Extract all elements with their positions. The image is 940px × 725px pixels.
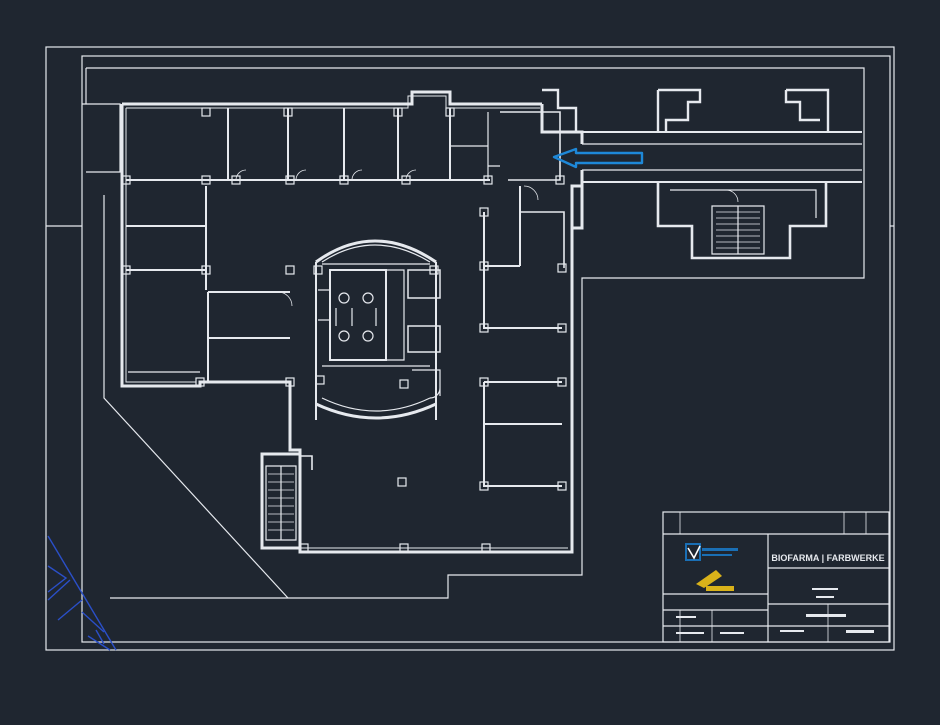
column-marker — [201, 265, 211, 275]
title-block-small-text — [676, 588, 874, 634]
column-marker — [557, 323, 567, 333]
column-marker — [429, 265, 439, 275]
column-marker — [557, 263, 567, 273]
column-marker — [393, 107, 403, 117]
column-marker — [557, 481, 567, 491]
column-marker — [201, 107, 211, 117]
column-marker — [313, 265, 323, 275]
site-diagonal-boundary — [103, 195, 289, 599]
structural-columns — [121, 107, 567, 553]
column-marker — [401, 175, 411, 185]
title-block-frame — [662, 511, 890, 643]
column-marker — [479, 261, 489, 271]
left-arrow-icon[interactable] — [552, 147, 644, 169]
column-marker — [299, 543, 309, 553]
client-logo — [696, 570, 734, 591]
column-marker — [283, 107, 293, 117]
column-marker — [195, 377, 205, 387]
column-marker — [479, 481, 489, 491]
column-marker — [121, 175, 131, 185]
column-marker — [399, 543, 409, 553]
column-marker — [397, 477, 407, 487]
column-marker — [479, 377, 489, 387]
column-marker — [481, 543, 491, 553]
column-marker — [121, 265, 131, 275]
column-marker — [399, 379, 409, 389]
sheet-outer-border — [45, 46, 895, 651]
sheet-inner-border — [81, 55, 891, 643]
column-marker — [231, 175, 241, 185]
column-marker — [479, 207, 489, 217]
column-marker — [555, 175, 565, 185]
column-marker — [285, 265, 295, 275]
column-marker — [285, 175, 295, 185]
column-marker — [483, 175, 493, 185]
site-boundary-lines — [47, 535, 117, 651]
project-title: BIOFARMA | FARBWERKE — [771, 553, 884, 563]
column-marker — [445, 107, 455, 117]
column-marker — [479, 323, 489, 333]
column-marker — [285, 377, 295, 387]
drawing-linework — [45, 46, 895, 651]
column-marker — [557, 377, 567, 387]
column-marker — [201, 175, 211, 185]
column-marker — [315, 375, 325, 385]
company-logo — [685, 543, 738, 561]
site-outline — [86, 67, 865, 599]
column-marker — [339, 175, 349, 185]
